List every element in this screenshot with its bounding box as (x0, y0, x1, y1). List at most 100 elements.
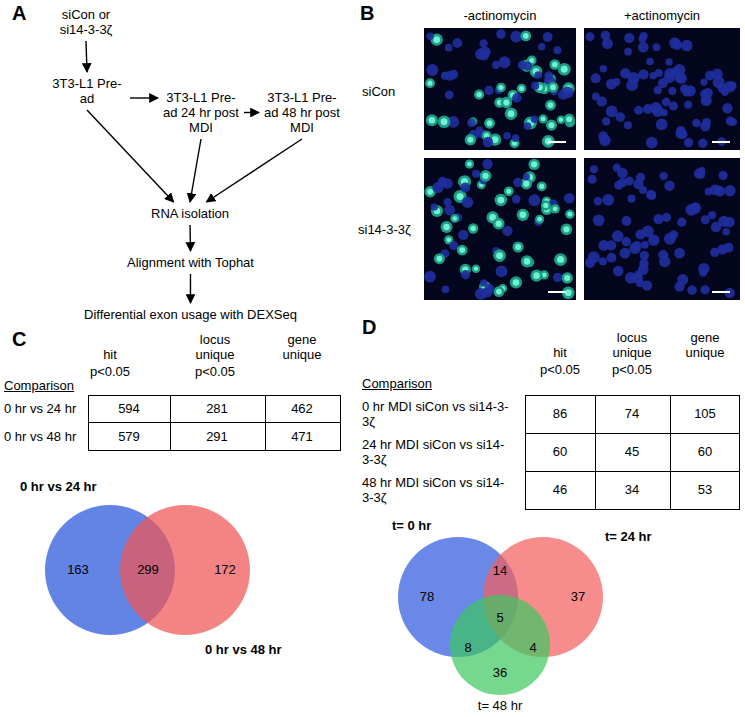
table-header: gene unique (678, 330, 733, 360)
table-header: Comparison (362, 376, 432, 391)
stained-nucleus (468, 223, 478, 233)
step-text: 3T3-L1 Pre-ad (49, 76, 125, 106)
nucleus (593, 215, 605, 227)
stained-nucleus (554, 253, 567, 266)
stained-nucleus (465, 159, 474, 168)
nucleus (639, 35, 647, 43)
nucleus (617, 168, 628, 179)
nucleus (475, 48, 487, 60)
stained-nucleus-core (452, 216, 457, 221)
venn-count: 5 (488, 610, 512, 625)
nucleus (445, 44, 453, 52)
nucleus (676, 126, 686, 136)
nucleus (722, 228, 730, 236)
nucleus (629, 243, 640, 254)
stained-nucleus-core (542, 272, 547, 277)
stained-nucleus-core (524, 258, 531, 265)
stained-nucleus (521, 255, 533, 267)
nucleus (441, 72, 449, 80)
row-heading: si14-3-3ζ (358, 222, 411, 237)
nucleus (531, 115, 539, 123)
nucleus (512, 93, 522, 103)
nucleus (594, 197, 602, 205)
nucleus (599, 257, 607, 265)
venn-heading: t= 24 hr (605, 529, 652, 544)
nucleus (702, 118, 711, 127)
nucleus (646, 137, 658, 149)
nucleus (531, 82, 539, 90)
nucleus (622, 216, 632, 226)
nucleus (512, 134, 520, 142)
nucleus (602, 117, 610, 125)
table-border (526, 396, 740, 510)
stained-nucleus-core (429, 117, 436, 124)
stained-nucleus (426, 114, 438, 126)
nucleus (680, 84, 689, 93)
table-header: locus unique (602, 330, 662, 360)
nucleus (620, 68, 630, 78)
stained-nucleus-core (552, 62, 558, 68)
flow-arrow (87, 110, 174, 202)
venn-count: 37 (563, 589, 593, 604)
nucleus (664, 181, 675, 192)
stained-nucleus-core (513, 279, 520, 286)
nucleus (698, 139, 707, 148)
stained-nucleus (546, 120, 557, 131)
nucleus (591, 73, 601, 83)
stained-nucleus-core (496, 289, 502, 295)
nucleus (729, 118, 737, 126)
nucleus (586, 32, 595, 41)
table-rule (670, 396, 671, 510)
stained-nucleus (561, 272, 572, 283)
stained-nucleus (557, 116, 565, 124)
stained-nucleus (505, 107, 518, 120)
nucleus (502, 226, 512, 236)
scale-bar (548, 291, 566, 293)
venn-count: 163 (63, 562, 93, 577)
nucleus (562, 87, 574, 99)
row-heading: 24 hr MDI siCon vs si14-3-3ζ (362, 437, 512, 467)
stained-nucleus-core (563, 226, 569, 232)
table-header: hit (540, 345, 580, 360)
nucleus (613, 266, 624, 277)
nucleus (664, 233, 676, 245)
table-header: gene unique (277, 332, 327, 362)
process-step: Alignment with Tophat (125, 254, 256, 271)
stained-nucleus (472, 264, 481, 273)
process-step: Differential exon usage with DEXSeq (82, 306, 299, 323)
table-header: p<0.05 (185, 364, 245, 379)
step-text: Differential exon usage with DEXSeq (84, 307, 297, 322)
process-step: 3T3-L1 Pre-ad 48 hr post MDI (262, 89, 342, 136)
stained-nucleus-core (467, 162, 472, 167)
stained-nucleus-core (427, 81, 432, 86)
nucleus (483, 137, 493, 147)
nucleus (458, 230, 468, 240)
stained-nucleus-core (553, 206, 558, 211)
nucleus (718, 84, 727, 93)
stained-nucleus-core (433, 36, 440, 43)
stained-nucleus-core (515, 244, 521, 250)
nucleus (694, 168, 705, 179)
table-cell: 34 (602, 482, 662, 497)
nucleus (479, 39, 487, 47)
stained-nucleus (474, 89, 484, 99)
scale-bar (712, 141, 730, 143)
stained-nucleus (510, 276, 522, 288)
table-rule (89, 422, 341, 423)
stained-nucleus-core (499, 85, 504, 90)
nucleus (624, 121, 632, 129)
stained-nucleus (457, 245, 468, 256)
stained-nucleus-core (506, 189, 511, 194)
table-cell: 45 (602, 444, 662, 459)
venn-count: 78 (412, 589, 442, 604)
stained-nucleus-core (496, 252, 503, 259)
nucleus (528, 194, 540, 206)
stained-nucleus-core (550, 84, 556, 90)
nucleus (648, 234, 659, 245)
nucleus (677, 218, 686, 227)
micrograph-ground (584, 28, 740, 150)
flow-arrow (130, 97, 158, 98)
panel-letter: C (12, 328, 26, 350)
panel-letter: D (362, 316, 376, 338)
